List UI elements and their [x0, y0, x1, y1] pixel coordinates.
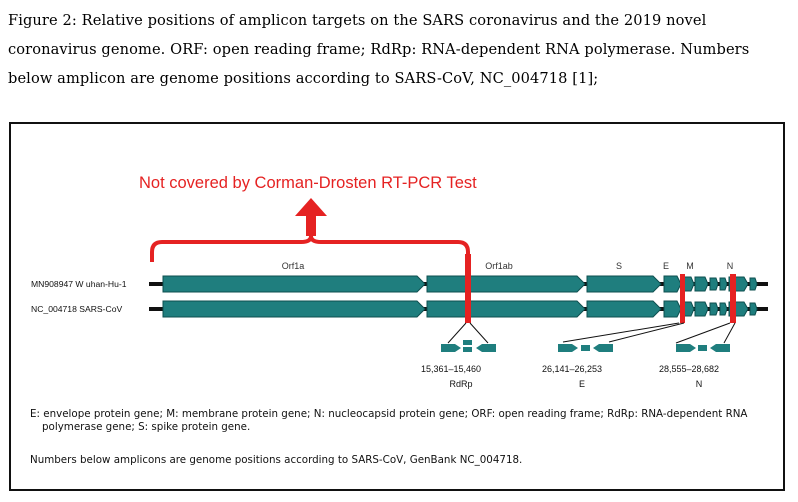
gene-label-s: S — [616, 261, 622, 271]
gene-label-orf1a: Orf1a — [282, 261, 305, 271]
positions-footnote: Numbers below amplicons are genome posit… — [30, 454, 523, 466]
genome-label-sars: NC_004718 SARS-CoV — [31, 304, 123, 314]
gene-small-4 — [749, 277, 758, 291]
reverse-primer-icon — [593, 344, 613, 352]
gene-small-2 — [709, 302, 719, 316]
gene-small-4 — [749, 302, 758, 316]
forward-primer-icon — [676, 344, 696, 352]
amplicon-positions-e: 26,141–26,253 — [542, 364, 602, 374]
reverse-primer-icon — [476, 344, 496, 352]
gene-small-3 — [719, 277, 728, 291]
amplicon-connectors — [447, 322, 736, 344]
gene-label-e: E — [663, 261, 669, 271]
amplicon-gene-n: N — [696, 379, 703, 389]
gene-small-1 — [683, 276, 695, 292]
amplicon-marker-n — [730, 274, 736, 323]
amplicon-positions-n: 28,555–28,682 — [659, 364, 719, 374]
amplicon-marker-e — [680, 274, 685, 323]
annotation-text: Not covered by Corman-Drosten RT-PCR Tes… — [139, 174, 477, 192]
gene-small-3 — [719, 302, 728, 316]
gene-m-arrow — [694, 301, 709, 317]
gene-s-arrow — [586, 300, 662, 318]
gene-s-arrow — [586, 275, 662, 293]
gene-e-arrow — [663, 300, 682, 318]
caption-line-1: Figure 2: Relative positions of amplicon… — [8, 12, 707, 29]
genome-label-wuhan: MN908947 W uhan-Hu-1 — [31, 279, 127, 289]
figure-frame: Not covered by Corman-Drosten RT-PCR Tes… — [9, 122, 785, 491]
genome-diagram: Not covered by Corman-Drosten RT-PCR Tes… — [31, 174, 768, 389]
amplicon-gene-rdrp: RdRp — [449, 379, 472, 389]
annotation-arrow-icon — [295, 198, 327, 236]
probe-icon — [463, 347, 472, 352]
gene-orf1ab-arrow — [426, 300, 586, 318]
genome-track-wuhan — [162, 275, 758, 293]
gene-label-orf1ab: Orf1ab — [485, 261, 513, 271]
gene-orf1a-arrow — [162, 275, 426, 293]
probe-icon — [698, 345, 707, 351]
gene-label-m: M — [686, 261, 694, 271]
amplicon-gene-e: E — [579, 379, 585, 389]
caption-line-3: below amplicon are genome positions acco… — [8, 70, 599, 87]
amplicon-positions-rdrp: 15,361–15,460 — [421, 364, 481, 374]
gene-small-2 — [709, 277, 719, 291]
abbreviations-line-2: polymerase gene; S: spike protein gene. — [42, 420, 251, 433]
gene-label-n: N — [727, 261, 734, 271]
abbreviations-line-1: E: envelope protein gene; M: membrane pr… — [30, 408, 748, 420]
annotation-bracket — [150, 235, 470, 262]
gene-m-arrow — [694, 276, 709, 292]
probe-icon — [463, 340, 472, 345]
abbreviations-footnote: E: envelope protein gene; M: membrane pr… — [30, 408, 747, 433]
forward-primer-icon — [441, 344, 461, 352]
caption-line-2: coronavirus genome. ORF: open reading fr… — [8, 41, 750, 58]
reverse-primer-icon — [710, 344, 730, 352]
amplicon-glyphs — [441, 340, 730, 352]
gene-e-arrow — [663, 275, 682, 293]
gene-small-1 — [683, 301, 695, 317]
genome-track-sars — [162, 300, 758, 318]
gene-orf1ab-arrow — [426, 275, 586, 293]
figure-caption: Figure 2: Relative positions of amplicon… — [8, 6, 792, 93]
probe-icon — [581, 345, 590, 351]
amplicon-marker-rdrp — [465, 254, 471, 323]
forward-primer-icon — [558, 344, 578, 352]
gene-orf1a-arrow — [162, 300, 426, 318]
